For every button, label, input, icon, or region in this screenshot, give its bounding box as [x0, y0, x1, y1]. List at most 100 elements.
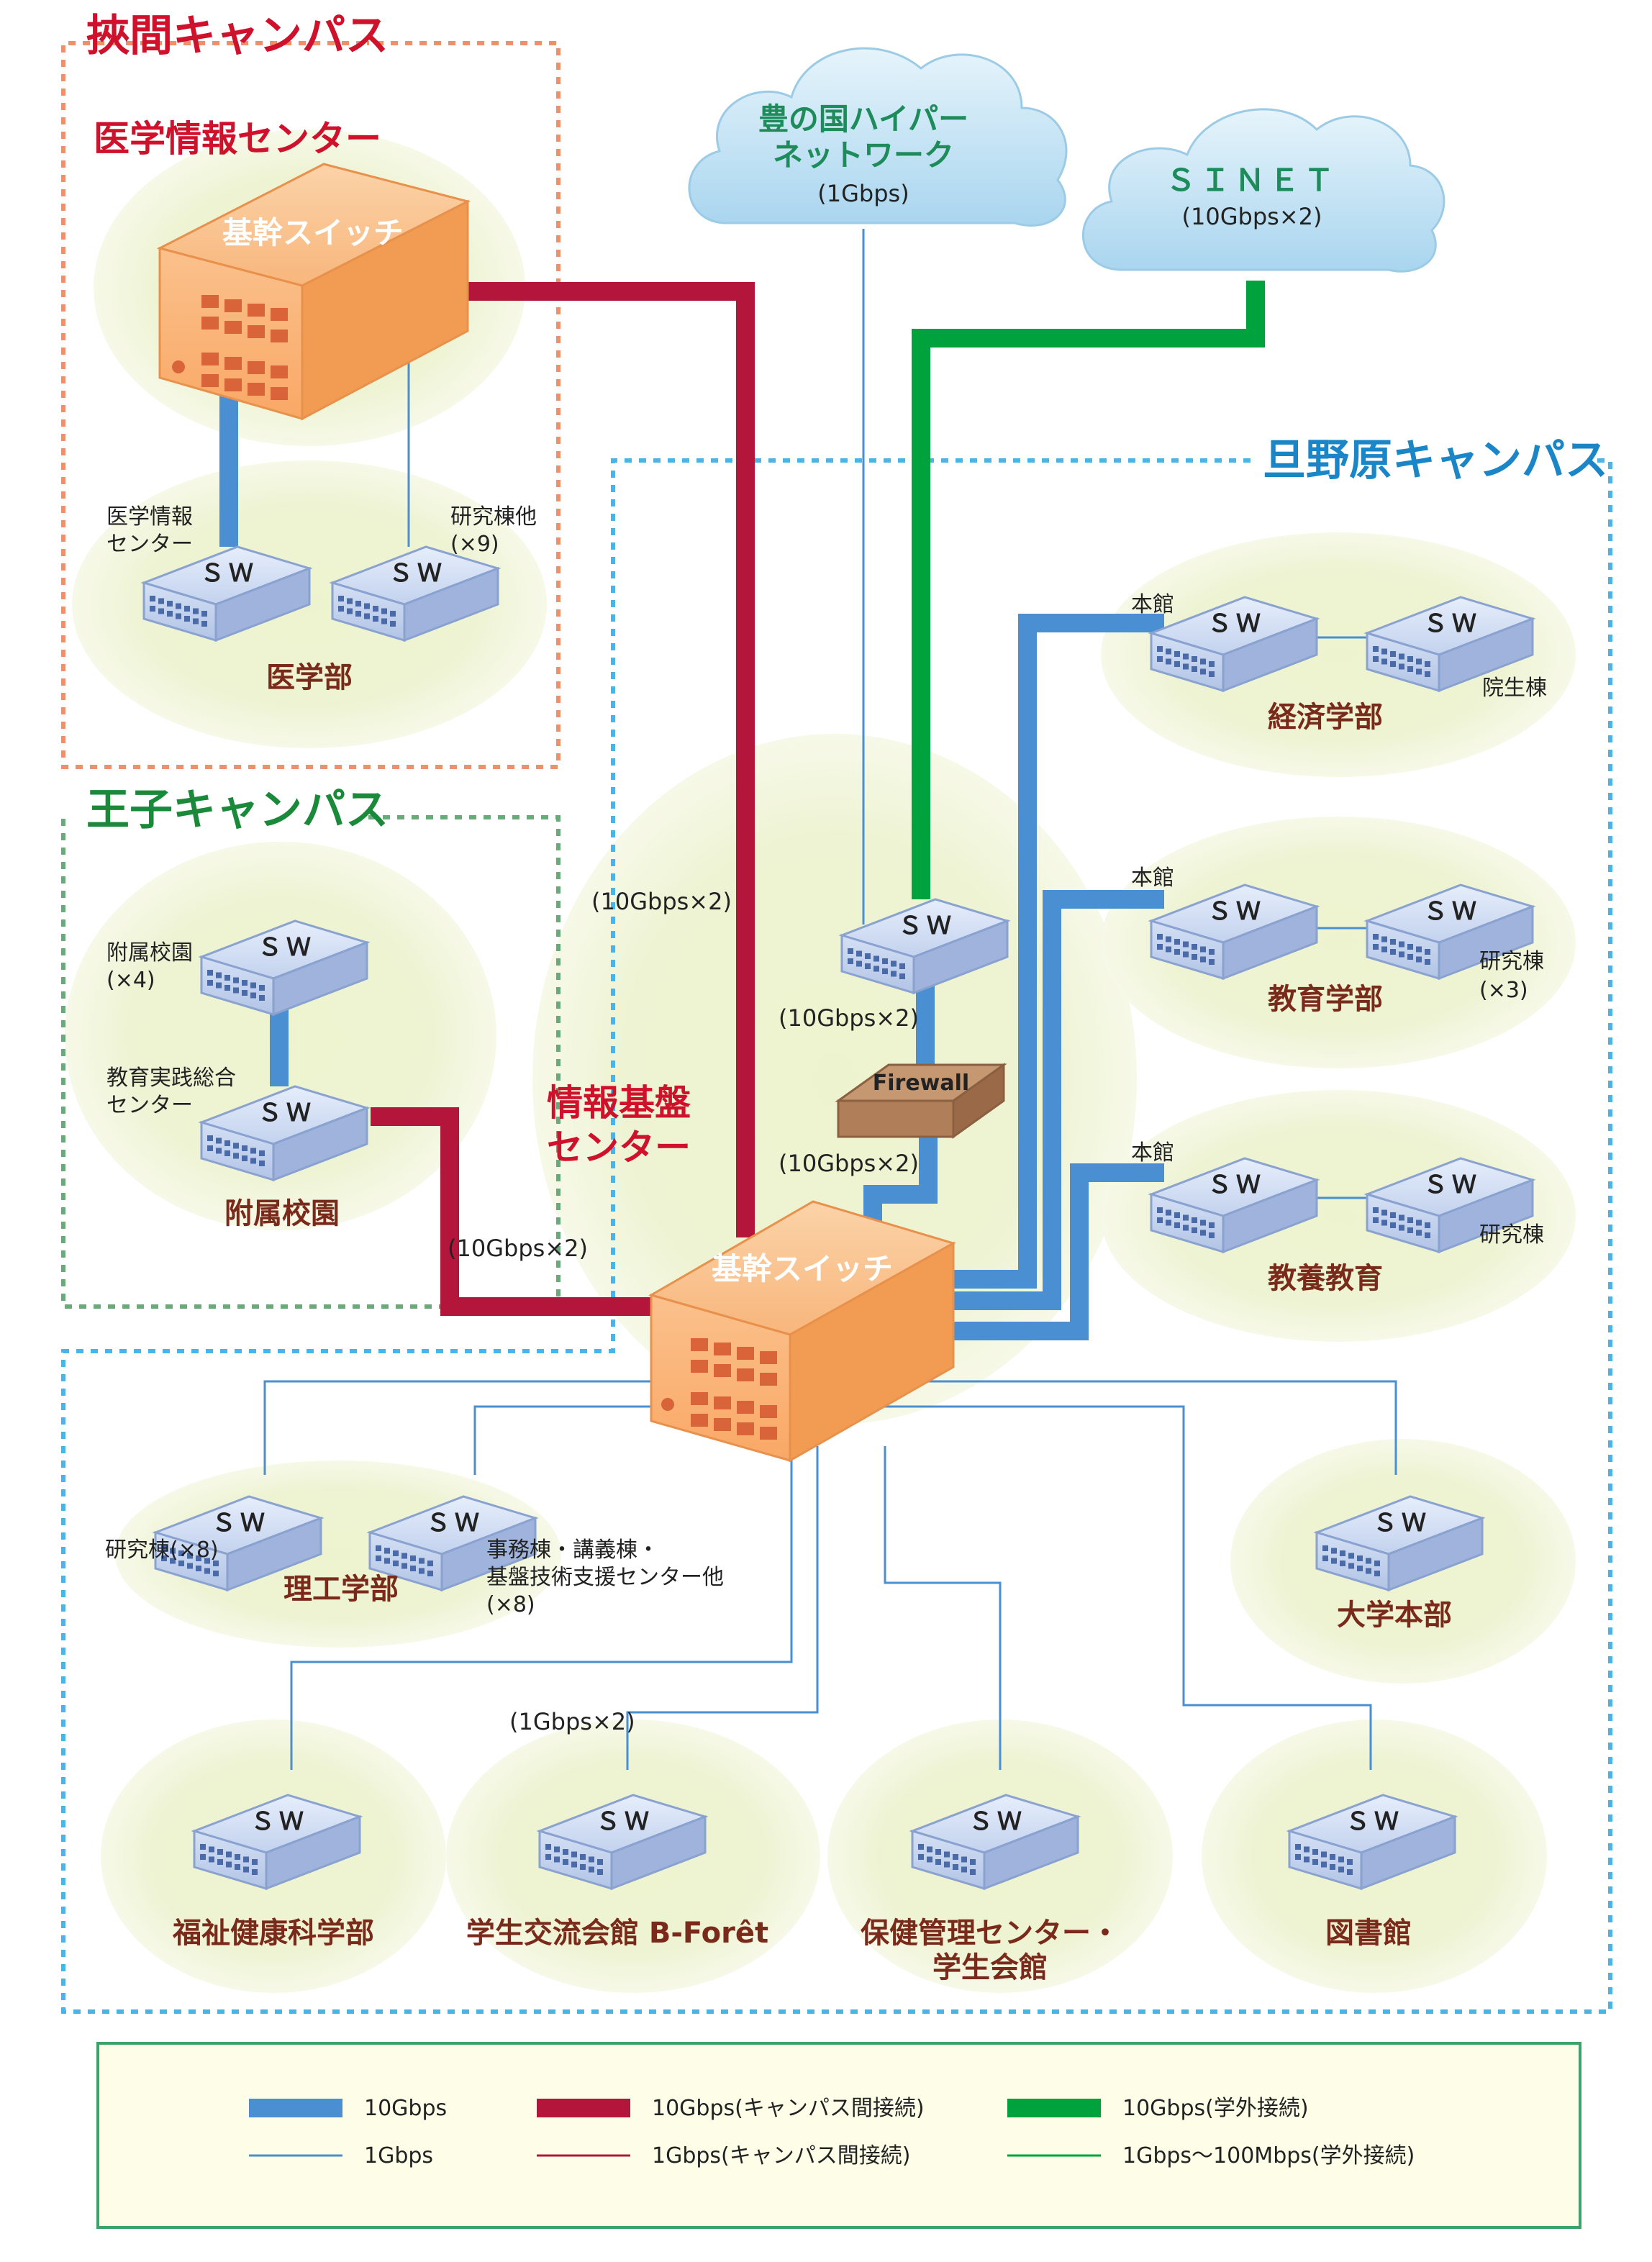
- core-switch-label: 基幹スイッチ: [222, 215, 404, 250]
- sw-label: ＳＷ: [1373, 1509, 1430, 1537]
- sw-library: ＳＷ: [1286, 1794, 1458, 1891]
- legend-label: 10Gbps(学外接続): [1122, 2096, 1309, 2121]
- firewall: Firewall: [835, 1063, 1007, 1139]
- label-honkan-liberal: 本館: [1131, 1140, 1174, 1166]
- label-research-x3-1: 研究棟: [1479, 949, 1544, 974]
- label-school-1: 附属校園: [106, 940, 193, 966]
- sw-attached-school: ＳＷ: [198, 919, 371, 1017]
- liberal-arts-link: [950, 1163, 1164, 1340]
- sw-label: ＳＷ: [1345, 1807, 1403, 1836]
- sw-label: ＳＷ: [596, 1807, 653, 1836]
- dept-engineering: 理工学部: [283, 1573, 399, 1606]
- legend: 10Gbps 10Gbps(キャンパス間接続) 10Gbps(学外接続) 1Gbps 1…: [96, 2042, 1581, 2229]
- info-base-center-title-1: 情報基盤: [547, 1082, 691, 1124]
- campus-title-dannoharu: 旦野原キャンパス: [1263, 435, 1608, 486]
- core-switch-hasama: 基幹スイッチ: [156, 163, 471, 421]
- label-admin-1: 事務棟・講義棟・: [486, 1537, 659, 1563]
- sw-label: ＳＷ: [426, 1509, 484, 1537]
- info-base-center-title-2: センター: [547, 1127, 691, 1168]
- label-med-center-1: 医学情報: [106, 504, 193, 530]
- fw-upper-bandwidth: (10Gbps×2): [779, 1004, 919, 1032]
- sw-label: ＳＷ: [898, 912, 956, 940]
- oji-link-bandwidth: (10Gbps×2): [448, 1235, 588, 1262]
- legend-label: 1Gbps: [364, 2143, 433, 2168]
- legend-item: 10Gbps(学外接続): [1007, 2096, 1309, 2121]
- legend-label: 10Gbps(キャンパス間接続): [652, 2096, 925, 2121]
- sinet-bandwidth: (10Gbps×2): [1182, 203, 1322, 230]
- label-honkan-education: 本館: [1131, 866, 1174, 891]
- sw-label: ＳＷ: [1207, 897, 1265, 926]
- toyo-title-1: 豊の国ハイパー: [758, 101, 968, 137]
- sw-welfare: ＳＷ: [191, 1794, 363, 1891]
- sw-label: ＳＷ: [250, 1807, 308, 1836]
- sw-liberal-research: ＳＷ: [1363, 1157, 1536, 1254]
- sw-label: ＳＷ: [1423, 609, 1481, 638]
- label-research: 研究棟: [1479, 1222, 1544, 1248]
- label-research-other-1: 研究棟他: [450, 504, 537, 530]
- thick-links: [219, 281, 1265, 1340]
- dept-education: 教育学部: [1268, 983, 1383, 1016]
- legend-label: 10Gbps: [364, 2096, 447, 2121]
- legend-item: 10Gbps(キャンパス間接続): [537, 2096, 925, 2121]
- switch-labels: 医学情報 センター 研究棟他 (×9) 附属校園 (×4) 教育実践総合 センタ…: [105, 504, 1547, 1617]
- label-edu-practice-1: 教育実践総合: [106, 1066, 236, 1091]
- fw-lower-bandwidth: (10Gbps×2): [779, 1150, 919, 1177]
- dept-liberal-arts: 教養教育: [1268, 1262, 1383, 1295]
- label-admin-2: 基盤技術支援センター他: [486, 1565, 724, 1590]
- legend-item: 1Gbps: [249, 2143, 433, 2168]
- dept-library: 図書館: [1325, 1917, 1412, 1950]
- sw-engineering-admin: ＳＷ: [366, 1495, 539, 1592]
- legend-items: 10Gbps 10Gbps(キャンパス間接続) 10Gbps(学外接続) 1Gbps 1…: [249, 2096, 1415, 2168]
- sw-label: ＳＷ: [389, 559, 446, 588]
- sw-education-research: ＳＷ: [1363, 884, 1536, 981]
- hasama-boundary: [61, 41, 560, 769]
- hasama-link: [460, 282, 755, 1237]
- education-link: [950, 890, 1164, 1310]
- sw-label: ＳＷ: [1423, 897, 1481, 926]
- campus-boundaries: [61, 41, 1612, 2014]
- dept-economics: 経済学部: [1268, 701, 1383, 734]
- medical-info-center-title: 医学情報センター: [94, 118, 381, 160]
- legend-label: 1Gbps〜100Mbps(学外接続): [1122, 2143, 1415, 2168]
- hasama-link-bandwidth: (10Gbps×2): [591, 888, 732, 915]
- sw-label: ＳＷ: [258, 933, 315, 962]
- sw-info-base: ＳＷ: [838, 898, 1011, 995]
- economics-link: [950, 614, 1164, 1289]
- label-honkan-economics: 本館: [1131, 592, 1174, 617]
- cloud-sinet: ＳＩＮＥＴ (10Gbps×2): [1081, 108, 1446, 273]
- sw-economics-graduate: ＳＷ: [1363, 596, 1536, 693]
- sw-liberal-main: ＳＷ: [1148, 1157, 1320, 1254]
- sw-engineering-research: ＳＷ: [152, 1495, 324, 1592]
- dept-welfare: 福祉健康科学部: [172, 1917, 374, 1950]
- firewall-label: Firewall: [873, 1071, 969, 1096]
- bforet-link-bandwidth: (1Gbps×2): [509, 1708, 635, 1735]
- core-switch-main: 基幹スイッチ: [648, 1200, 956, 1463]
- campus-title-hasama: 挾間キャンパス: [86, 11, 389, 61]
- sw-economics-main: ＳＷ: [1148, 596, 1320, 693]
- toyo-bandwidth: (1Gbps): [817, 180, 909, 207]
- dept-headquarters: 大学本部: [1337, 1599, 1452, 1632]
- sw-edu-practice: ＳＷ: [198, 1085, 371, 1182]
- cloud-toyo: 豊の国ハイパー ネットワーク (1Gbps): [688, 47, 1068, 227]
- label-graduate: 院生棟: [1482, 676, 1547, 701]
- sw-label: ＳＷ: [1423, 1171, 1481, 1199]
- sinet-title: ＳＩＮＥＴ: [1166, 163, 1338, 198]
- sw-headquarters: ＳＷ: [1313, 1495, 1486, 1592]
- oji-link: [371, 1107, 691, 1316]
- sw-label: ＳＷ: [258, 1099, 315, 1127]
- thin-links: [263, 229, 1397, 1770]
- oji-boundary: [61, 815, 560, 1309]
- dept-attached-schools: 附属校園: [224, 1197, 340, 1230]
- sw-medical-center: ＳＷ: [140, 545, 313, 642]
- label-med-center-2: センター: [106, 532, 193, 557]
- sw-label: ＳＷ: [200, 559, 258, 588]
- fw-lower-link: [863, 1137, 938, 1230]
- sw-label: ＳＷ: [212, 1509, 269, 1537]
- label-school-2: (×4): [106, 968, 155, 993]
- label-research-other-2: (×9): [450, 532, 499, 557]
- sw-label: ＳＷ: [1207, 609, 1265, 638]
- campus-title-oji: 王子キャンパス: [86, 785, 389, 835]
- label-research-x8: 研究棟(×8): [105, 1537, 219, 1563]
